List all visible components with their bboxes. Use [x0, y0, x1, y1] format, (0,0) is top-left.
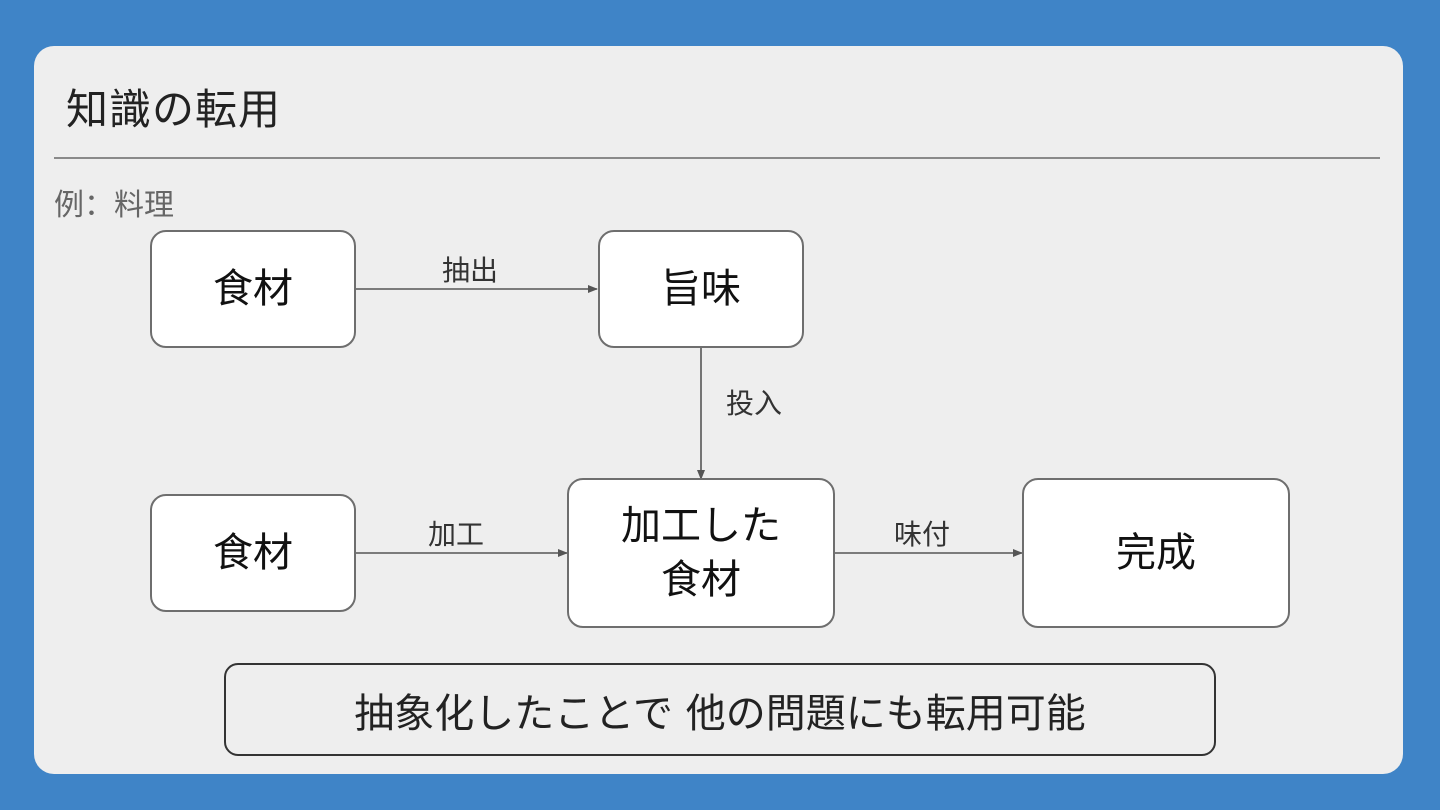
- example-label: 例：料理: [54, 188, 174, 223]
- node-complete: 完成: [1022, 478, 1290, 628]
- title-divider: [54, 157, 1380, 159]
- edge-label-add: 投入: [726, 387, 783, 420]
- edge-label-season: 味付: [894, 518, 951, 551]
- node-ingredient-bottom: 食材: [150, 494, 356, 612]
- node-umami: 旨味: [598, 230, 804, 348]
- edge-label-process: 加工: [428, 518, 485, 551]
- edge-label-extract: 抽出: [442, 254, 499, 287]
- node-processed-ingredient: 加工した 食材: [567, 478, 835, 628]
- summary-box: 抽象化したことで 他の問題にも転用可能: [224, 663, 1216, 756]
- slide-card: [34, 46, 1403, 774]
- slide-title: 知識の転用: [66, 85, 282, 134]
- node-ingredient-top: 食材: [150, 230, 356, 348]
